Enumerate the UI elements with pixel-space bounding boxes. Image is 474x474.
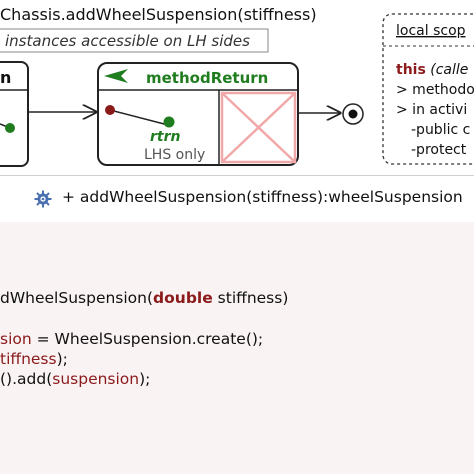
arrow-left-icon [104,69,128,83]
cross-icon [220,91,297,164]
activity-diagram: Chassis.addWheelSuspension(stiffness) in… [0,0,474,175]
left-node-label: n [0,68,11,87]
gear-icon [34,190,52,208]
diagram-subtitle: instances accessible on LH sides [5,32,250,50]
code-line-3: tiffness); [0,350,68,368]
diagram-canvas: Chassis.addWheelSuspension(stiffness) in… [0,5,474,167]
local-scope-line-this: this (calle [396,62,468,78]
method-return-label: methodReturn [146,69,268,87]
diagram-title: Chassis.addWheelSuspension(stiffness) [0,5,317,24]
left-node-pin [5,123,15,133]
local-scope-panel: local scop this (calle > methodo > in ac… [382,13,474,165]
input-pin [105,105,115,115]
rtrn-label: rtrn [150,129,181,145]
operation-signature: + addWheelSuspension(stiffness):wheelSus… [62,188,463,206]
output-pin [163,116,175,128]
local-scope-line-methodo: > methodo [396,82,474,98]
local-scope-line-activi: > in activi [396,102,467,118]
rtrn-flow-line [109,109,169,126]
left-action-node[interactable] [0,61,29,167]
local-scope-title: local scop [396,23,466,39]
subtitle-box [0,28,269,53]
code-editor[interactable]: dWheelSuspension(double stiffness) sion … [0,222,474,474]
final-node-icon [342,103,364,125]
local-scope-line-public: -public c [411,122,470,138]
code-line-1: dWheelSuspension(double stiffness) [0,289,289,307]
operation-signature-bar[interactable]: + addWheelSuspension(stiffness):wheelSus… [0,175,474,223]
local-scope-line-protect: -protect [411,142,467,158]
lhs-only-label: LHS only [144,147,205,163]
code-line-4: ().add(suspension); [0,370,151,388]
code-line-2: sion = WheelSuspension.create(); [0,330,264,348]
method-return-node[interactable]: methodReturn rtrn LHS only [97,62,299,166]
